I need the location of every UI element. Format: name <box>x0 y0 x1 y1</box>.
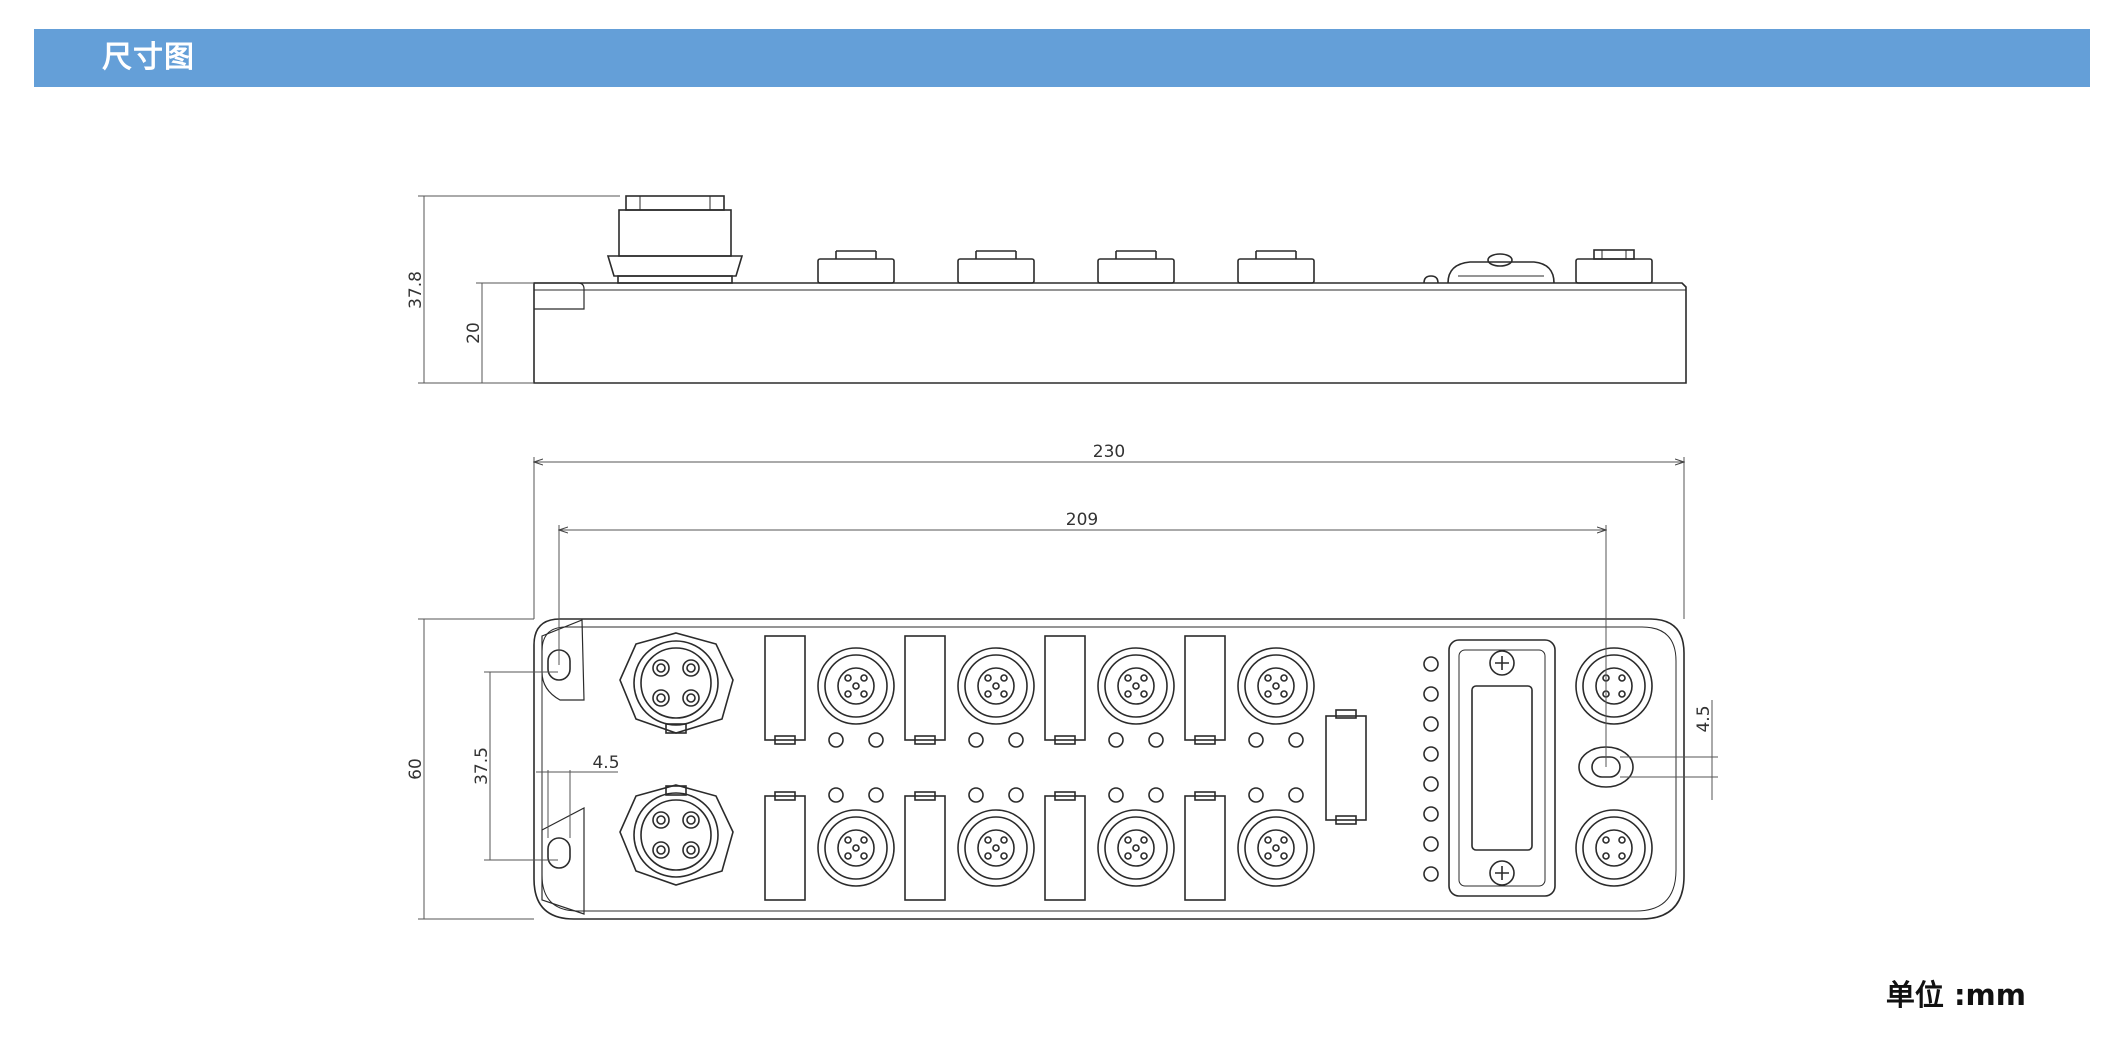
side-port-stub-3 <box>1097 250 1175 284</box>
right-port-bottom <box>1575 809 1653 887</box>
side-view <box>533 195 1687 384</box>
page-title: 尺寸图 <box>102 40 195 75</box>
side-mount-tab <box>534 282 585 310</box>
header-bar: 尺寸图 <box>34 29 2090 87</box>
port-group-upper-3 <box>1044 635 1175 748</box>
dim-overall-length: 230 <box>1093 442 1125 462</box>
top-view <box>533 618 1685 920</box>
unit-label: 单位 :mm <box>1885 978 2026 1012</box>
dim-hole-diameter-left: 4.5 <box>592 753 619 773</box>
port-group-lower-4 <box>1184 787 1315 901</box>
side-port-stub-4 <box>1237 250 1315 284</box>
mount-hole-bottom <box>547 837 571 869</box>
dim-hole-vertical-spacing: 37.5 <box>472 747 492 785</box>
dim-hole-diameter-right: 4.5 <box>1694 705 1714 732</box>
status-led-column <box>1423 656 1439 882</box>
port-group-lower-1 <box>764 787 895 901</box>
side-dimensions <box>418 195 620 384</box>
right-port-top <box>1575 647 1653 725</box>
side-display-cap <box>1447 253 1555 284</box>
port-group-upper-1 <box>764 635 895 748</box>
mount-ear-top <box>541 619 585 701</box>
top-body-outline <box>533 618 1685 920</box>
side-port-stub-2 <box>957 250 1035 284</box>
top-dimensions <box>418 457 1718 920</box>
display-window <box>1448 639 1556 897</box>
side-led-nub <box>1423 275 1439 284</box>
dim-hole-spacing: 209 <box>1066 510 1098 530</box>
power-connector-bottom <box>619 784 734 886</box>
port-group-lower-2 <box>904 787 1035 901</box>
side-body-outline <box>533 282 1687 384</box>
side-port-stub-1 <box>817 250 895 284</box>
port-group-upper-2 <box>904 635 1035 748</box>
dim-side-body-height: 20 <box>464 322 484 344</box>
side-port-stub-5 <box>1575 249 1653 284</box>
dim-overall-width: 60 <box>406 758 426 780</box>
middle-label-window <box>1325 709 1367 825</box>
power-connector-top <box>619 632 734 734</box>
port-group-lower-3 <box>1044 787 1175 901</box>
side-power-connector <box>606 195 744 284</box>
port-group-upper-4 <box>1184 635 1315 748</box>
dim-side-total-height: 37.8 <box>406 271 426 309</box>
